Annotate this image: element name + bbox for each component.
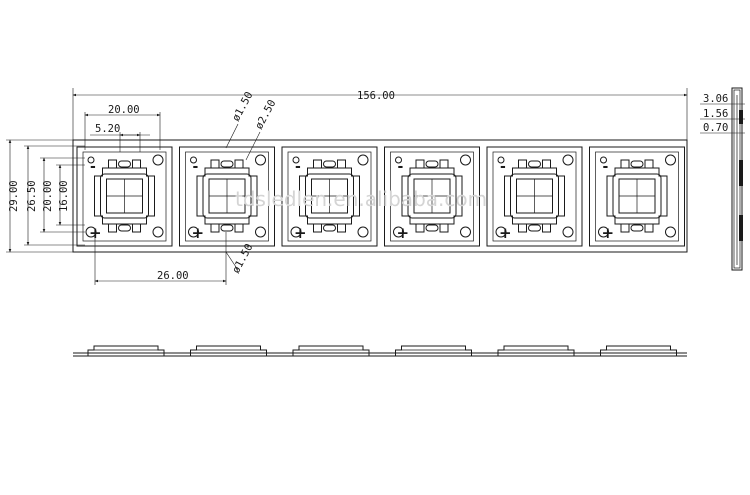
profile-segment	[292, 345, 370, 356]
led-board: -+	[179, 146, 275, 247]
dim-label-thick-c: 0.70	[703, 122, 728, 134]
profile-segment	[190, 345, 267, 356]
strip-outline	[72, 139, 688, 253]
dim-label-hole-spacing: 5.20	[95, 123, 120, 135]
polarity-minus-label: -	[398, 159, 404, 175]
led-board: -+	[589, 146, 685, 247]
polarity-minus-label: -	[193, 159, 199, 175]
side-profile-view: 3.06 1.56 0.70	[700, 87, 745, 271]
front-profile-view	[73, 345, 687, 357]
led-board: -+	[76, 146, 173, 247]
dim-overall-length: 156.00	[72, 88, 688, 140]
polarity-minus-label: -	[295, 159, 301, 175]
dim-label-thick-b: 1.56	[703, 108, 728, 120]
dim-label-height-total: 29.00	[8, 180, 20, 212]
polarity-plus-label: +	[602, 224, 615, 242]
profile-segment	[600, 345, 677, 356]
dim-label-board-pitch: 26.00	[157, 270, 189, 282]
dim-hole-spacing: 5.20	[90, 123, 150, 152]
led-board: -+	[486, 146, 583, 247]
led-boards: -+-+-+-+-+-+	[76, 146, 685, 247]
dim-label-hole-dia-b: ø2.50	[253, 98, 278, 132]
profile-segment	[395, 345, 472, 356]
dim-hole-diameters: ø1.50 ø2.50 ø1.50	[225, 90, 278, 276]
dim-board-pitch: 26.00	[94, 232, 227, 285]
profile-segment	[497, 345, 575, 356]
polarity-minus-label: -	[90, 159, 96, 175]
polarity-minus-label: -	[603, 159, 609, 175]
dim-label-height-b: 26.50	[26, 180, 38, 212]
dim-label-pitch-width: 20.00	[108, 104, 140, 116]
dim-label-thick-a: 3.06	[703, 93, 728, 105]
dim-pitch-width: 20.00	[84, 104, 161, 150]
dim-label-overall-length: 156.00	[357, 90, 395, 102]
led-board: -+	[281, 146, 378, 247]
polarity-minus-label: -	[500, 159, 506, 175]
dim-label-height-d: 16.00	[58, 180, 70, 212]
dim-label-height-c: 20.00	[42, 180, 54, 212]
polarity-plus-label: +	[397, 224, 410, 242]
dim-label-hole-dia-c: ø1.50	[230, 242, 255, 276]
polarity-plus-label: +	[294, 224, 307, 242]
polarity-plus-label: +	[192, 224, 205, 242]
profile-segment	[87, 345, 165, 356]
dim-heights: 29.00 26.50 20.00 16.00	[6, 139, 85, 253]
polarity-plus-label: +	[499, 224, 512, 242]
led-board: -+	[384, 146, 480, 247]
watermark: tdsledlen.en.alibaba.com	[235, 187, 487, 211]
